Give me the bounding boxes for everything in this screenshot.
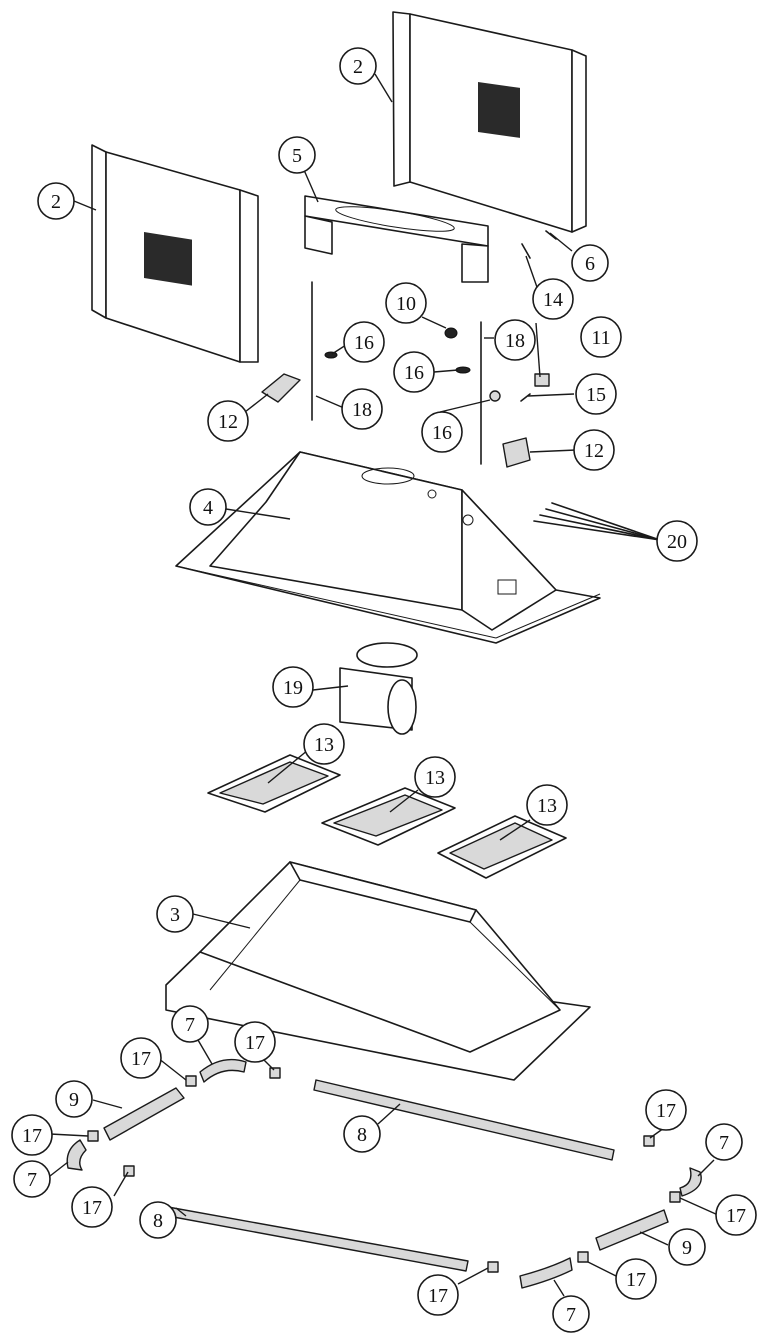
callout-5: 5 [278,136,316,174]
svg-text:16: 16 [354,332,374,354]
callout-17: 17 [645,1089,687,1131]
trim-pieces [66,1058,702,1289]
callout-16: 16 [393,351,435,393]
callout-9: 9 [668,1228,706,1266]
callout-6: 6 [571,244,609,282]
top-bracket [304,195,489,283]
callout-8: 8 [139,1201,177,1239]
callout-17: 17 [11,1114,53,1156]
callout-10: 10 [385,282,427,324]
svg-text:9: 9 [682,1237,692,1259]
callout-17: 17 [120,1037,162,1079]
callout-17: 17 [417,1274,459,1316]
callout-20: 20 [656,520,698,562]
callout-12: 12 [573,429,615,471]
svg-text:7: 7 [27,1169,37,1191]
svg-text:6: 6 [585,253,595,275]
callout-3: 3 [156,895,194,933]
callout-7: 7 [552,1295,590,1333]
svg-text:15: 15 [586,384,606,406]
hood-body [175,451,601,644]
callout-8: 8 [343,1115,381,1153]
svg-text:17: 17 [82,1197,102,1219]
callout-16: 16 [421,411,463,453]
svg-text:17: 17 [245,1032,265,1054]
svg-text:12: 12 [584,440,604,462]
callout-17: 17 [71,1186,113,1228]
callout-18: 18 [494,319,536,361]
callout-12: 12 [207,400,249,442]
svg-text:18: 18 [505,330,525,352]
svg-text:20: 20 [667,531,687,553]
callout-16: 16 [343,321,385,363]
svg-text:17: 17 [428,1285,448,1307]
svg-text:17: 17 [626,1269,646,1291]
small-screws [521,230,557,259]
svg-text:16: 16 [432,422,452,444]
callout-4: 4 [189,488,227,526]
svg-text:13: 13 [425,767,445,789]
svg-text:16: 16 [404,362,424,384]
callouts: 2 2 5 6 14 10 18 16 11 16 15 12 18 16 12… [11,47,757,1333]
callout-13: 13 [526,784,568,826]
callout-17: 17 [615,1258,657,1300]
threaded-rods [311,281,482,465]
svg-text:8: 8 [153,1210,163,1232]
svg-text:12: 12 [218,411,238,433]
callout-13: 13 [303,723,345,765]
callout-2: 2 [339,47,377,85]
callout-19: 19 [272,666,314,708]
svg-text:10: 10 [396,293,416,315]
svg-text:7: 7 [719,1132,729,1154]
filters [207,754,567,879]
side-panel-left [91,144,259,363]
svg-text:17: 17 [131,1048,151,1070]
callout-7: 7 [705,1123,743,1161]
wire-leads [533,502,661,541]
svg-text:4: 4 [203,497,213,519]
callout-18: 18 [341,388,383,430]
lower-hood [165,861,591,1081]
svg-text:17: 17 [22,1125,42,1147]
blower-motor [339,642,418,735]
leader-lines [49,73,719,1297]
svg-text:9: 9 [69,1089,79,1111]
callout-7: 7 [171,1005,209,1043]
svg-text:7: 7 [566,1304,576,1326]
svg-text:13: 13 [537,795,557,817]
svg-text:3: 3 [170,904,180,926]
svg-text:17: 17 [656,1100,676,1122]
svg-text:11: 11 [591,327,610,349]
svg-text:19: 19 [283,677,303,699]
callout-14: 14 [532,278,574,320]
svg-text:13: 13 [314,734,334,756]
svg-text:5: 5 [292,145,302,167]
svg-text:2: 2 [353,56,363,78]
svg-text:18: 18 [352,399,372,421]
callout-13: 13 [414,756,456,798]
callout-7: 7 [13,1160,51,1198]
callout-9: 9 [55,1080,93,1118]
svg-text:8: 8 [357,1124,367,1146]
callout-2: 2 [37,182,75,220]
callout-17: 17 [234,1021,276,1063]
svg-text:17: 17 [726,1205,746,1227]
svg-text:7: 7 [185,1014,195,1036]
small-hardware [261,327,550,468]
callout-15: 15 [575,373,617,415]
svg-text:2: 2 [51,191,61,213]
side-panel-right [392,11,587,233]
callout-11: 11 [580,316,622,358]
callout-17: 17 [715,1194,757,1236]
svg-text:14: 14 [543,289,563,311]
